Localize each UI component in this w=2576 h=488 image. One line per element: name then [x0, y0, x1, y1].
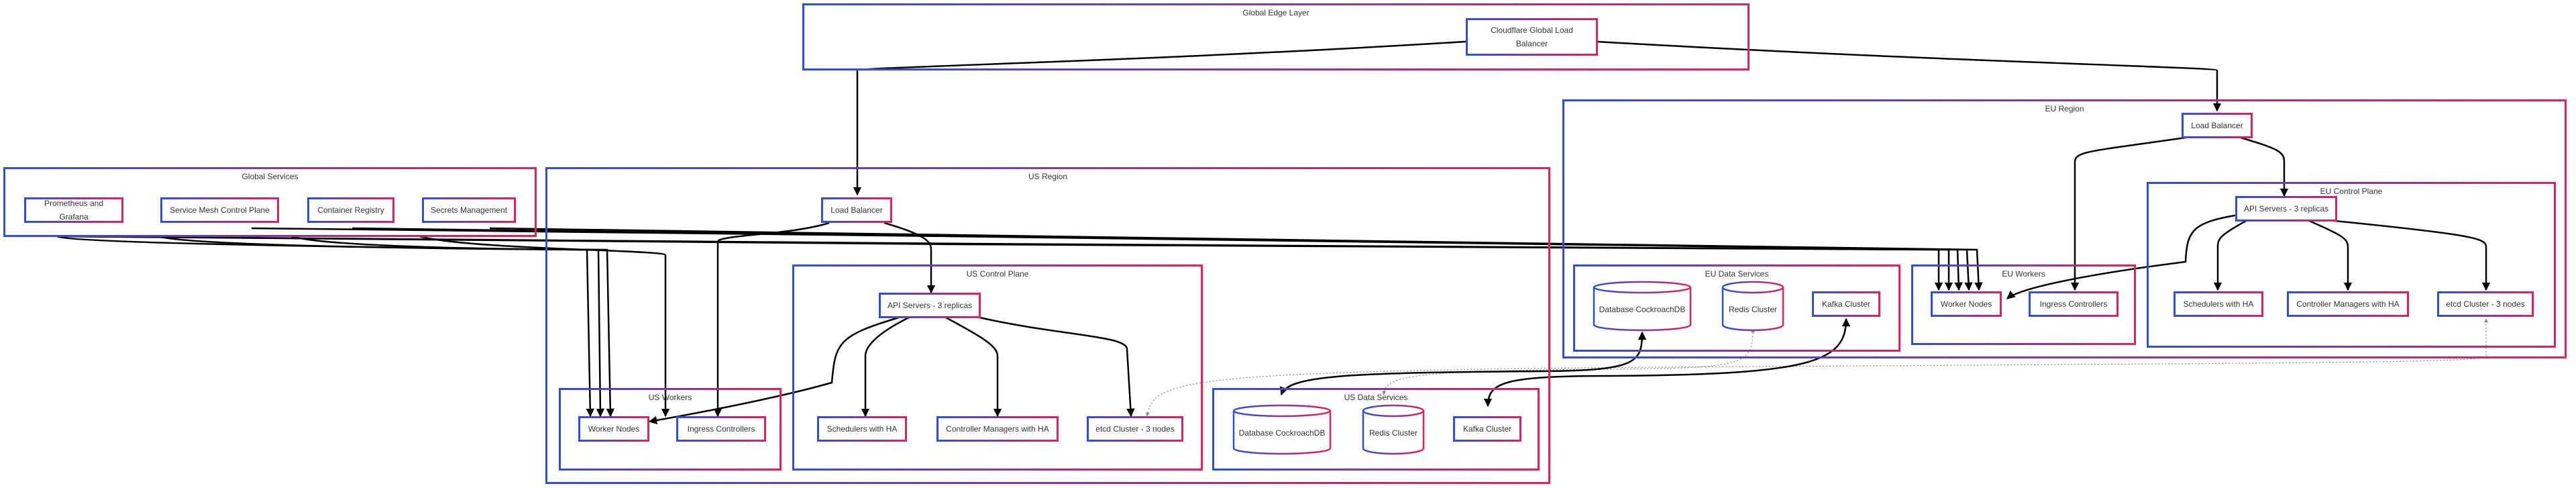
eu-database-cockroachdb-cylinder: Database CockroachDB	[1593, 281, 1692, 332]
eu-controller-managers-node: Controller Managers with HA	[2287, 291, 2409, 317]
us-database-cockroachdb-cylinder: Database CockroachDB	[1232, 404, 1332, 455]
secrets-management-node: Secrets Management	[422, 197, 516, 223]
eu-api-servers-node: API Servers - 3 replicas	[2235, 196, 2337, 222]
node-label: Database CockroachDB	[1599, 305, 1686, 314]
node-label: Schedulers with HA	[826, 424, 898, 434]
group-title: EU Region	[2045, 104, 2084, 113]
node-label: Worker Nodes	[1940, 299, 1992, 309]
group-title: US Control Plane	[966, 269, 1029, 279]
node-label: API Servers - 3 replicas	[887, 301, 973, 310]
node-label: etcd Cluster - 3 nodes	[2446, 299, 2525, 309]
cloudflare-global-lb-node: Cloudflare Global Load Balancer	[1466, 18, 1598, 56]
node-label: Secrets Management	[430, 205, 508, 215]
us-kafka-cluster-node: Kafka Cluster	[1453, 416, 1521, 442]
node-label: Worker Nodes	[588, 424, 640, 434]
group-title: US Region	[1028, 172, 1068, 181]
eu-worker-nodes-node: Worker Nodes	[1931, 291, 2002, 317]
eu-control-plane-group: EU Control Plane	[2147, 182, 2556, 348]
us-redis-cluster-cylinder: Redis Cluster	[1362, 404, 1425, 455]
node-label: Ingress Controllers	[2039, 299, 2108, 309]
us-controller-managers-node: Controller Managers with HA	[936, 416, 1059, 442]
group-title: EU Data Services	[1705, 269, 1769, 279]
cylinder-shape	[1721, 281, 1784, 332]
global-edge-layer-group: Global Edge Layer	[802, 3, 1750, 70]
node-label: Ingress Controllers	[687, 424, 755, 434]
cylinder-shape	[1232, 404, 1332, 455]
node-label: Schedulers with HA	[2183, 299, 2254, 309]
group-title: Global Services	[241, 172, 299, 181]
node-label: Controller Managers with HA	[946, 424, 1049, 434]
us-schedulers-node: Schedulers with HA	[817, 416, 907, 442]
eu-load-balancer-node: Load Balancer	[2182, 113, 2253, 138]
edge-prometheus-us-worker	[56, 235, 595, 418]
us-worker-nodes-node: Worker Nodes	[578, 416, 649, 442]
node-label: etcd Cluster - 3 nodes	[1095, 424, 1175, 434]
us-ingress-controllers-node: Ingress Controllers	[676, 416, 766, 442]
group-title: Global Edge Layer	[1242, 8, 1309, 17]
edge-mesh-us-worker	[157, 235, 605, 418]
eu-kafka-cluster-node: Kafka Cluster	[1812, 291, 1880, 317]
cylinder-shape	[1362, 404, 1425, 455]
node-label: Container Registry	[317, 205, 384, 215]
group-title: US Workers	[648, 393, 692, 402]
group-title: EU Workers	[2002, 269, 2045, 279]
node-label-line-1: Cloudflare Global Load	[1491, 26, 1573, 35]
cylinder-shape	[1593, 281, 1692, 332]
node-label: Redis Cluster	[1368, 428, 1418, 438]
node-label: API Servers - 3 replicas	[2243, 204, 2329, 213]
node-label: Database CockroachDB	[1238, 428, 1326, 438]
node-label: Load Balancer	[2191, 121, 2243, 130]
group-title: US Data Services	[1344, 393, 1408, 402]
container-registry-node: Container Registry	[307, 197, 394, 223]
node-label: Redis Cluster	[1728, 305, 1778, 314]
us-api-servers-node: API Servers - 3 replicas	[879, 293, 981, 318]
eu-schedulers-node: Schedulers with HA	[2174, 291, 2263, 317]
eu-redis-cluster-cylinder: Redis Cluster	[1721, 281, 1784, 332]
node-label-line-2: Balancer	[1515, 39, 1548, 48]
node-label: Kafka Cluster	[1462, 424, 1512, 434]
eu-ingress-controllers-node: Ingress Controllers	[2029, 291, 2118, 317]
node-label: Service Mesh Control Plane	[170, 205, 270, 215]
service-mesh-control-plane-node: Service Mesh Control Plane	[160, 197, 279, 223]
node-label: Load Balancer	[830, 205, 883, 215]
us-etcd-cluster-node: etcd Cluster - 3 nodes	[1087, 416, 1183, 442]
prometheus-grafana-node: Prometheus and Grafana	[24, 197, 123, 223]
group-title: EU Control Plane	[2320, 187, 2383, 196]
node-label: Controller Managers with HA	[2296, 299, 2400, 309]
us-load-balancer-node: Load Balancer	[821, 197, 892, 223]
eu-etcd-cluster-node: etcd Cluster - 3 nodes	[2437, 291, 2534, 317]
node-label: Prometheus and Grafana	[44, 199, 104, 222]
node-label: Kafka Cluster	[1821, 299, 1871, 309]
